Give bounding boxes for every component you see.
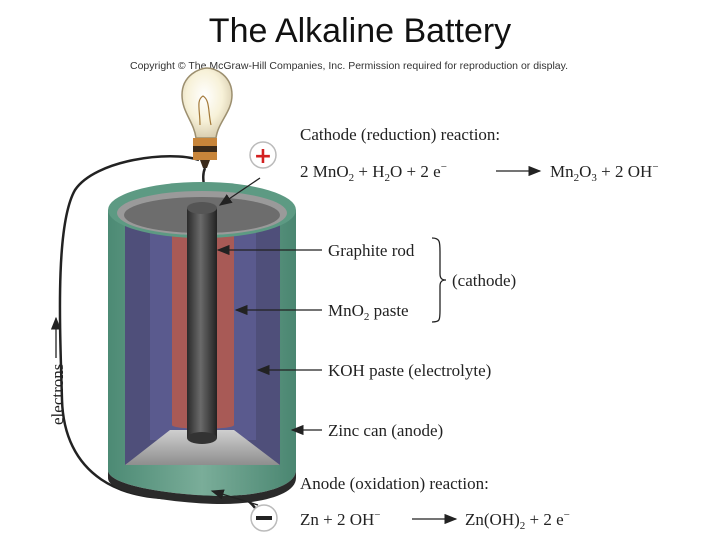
arrow-to-can-bottom bbox=[210, 489, 259, 506]
cathode-equation: 2 MnO2 + H2O + 2 e− Mn2O3 + 2 OH− bbox=[300, 161, 659, 184]
svg-text:2 MnO2 + H2O + 2 e−: 2 MnO2 + H2O + 2 e− bbox=[300, 161, 447, 184]
negative-terminal-icon bbox=[250, 504, 278, 532]
svg-text:Zn + 2 OH−: Zn + 2 OH− bbox=[300, 509, 381, 529]
mno2-paste-label: MnO2 paste bbox=[328, 301, 409, 323]
cathode-reaction-heading: Cathode (reduction) reaction: bbox=[300, 125, 500, 144]
graphite-rod bbox=[187, 202, 217, 444]
cathode-bracket bbox=[431, 237, 447, 323]
svg-text:+: + bbox=[254, 144, 272, 169]
anode-reaction-heading: Anode (oxidation) reaction: bbox=[300, 474, 489, 493]
electrons-label: electrons bbox=[48, 364, 67, 425]
anode-equation: Zn + 2 OH− Zn(OH)2 + 2 e− bbox=[300, 509, 570, 532]
zinc-can-label: Zinc can (anode) bbox=[328, 421, 443, 440]
cathode-bracket-label: (cathode) bbox=[452, 271, 516, 290]
electron-flow-indicator: electrons bbox=[48, 316, 67, 425]
koh-paste-label: KOH paste (electrolyte) bbox=[328, 361, 491, 380]
graphite-rod-label: Graphite rod bbox=[328, 241, 415, 260]
light-bulb-icon bbox=[181, 67, 233, 168]
svg-text:Zn(OH)2 + 2 e−: Zn(OH)2 + 2 e− bbox=[465, 509, 570, 532]
arrow-to-rod-top bbox=[218, 177, 261, 206]
copyright-notice: Copyright © The McGraw-Hill Companies, I… bbox=[130, 60, 569, 72]
page-title: The Alkaline Battery bbox=[208, 12, 512, 50]
svg-text:Mn2O3 + 2 OH−: Mn2O3 + 2 OH− bbox=[550, 161, 659, 184]
positive-terminal-icon: + bbox=[249, 141, 277, 169]
